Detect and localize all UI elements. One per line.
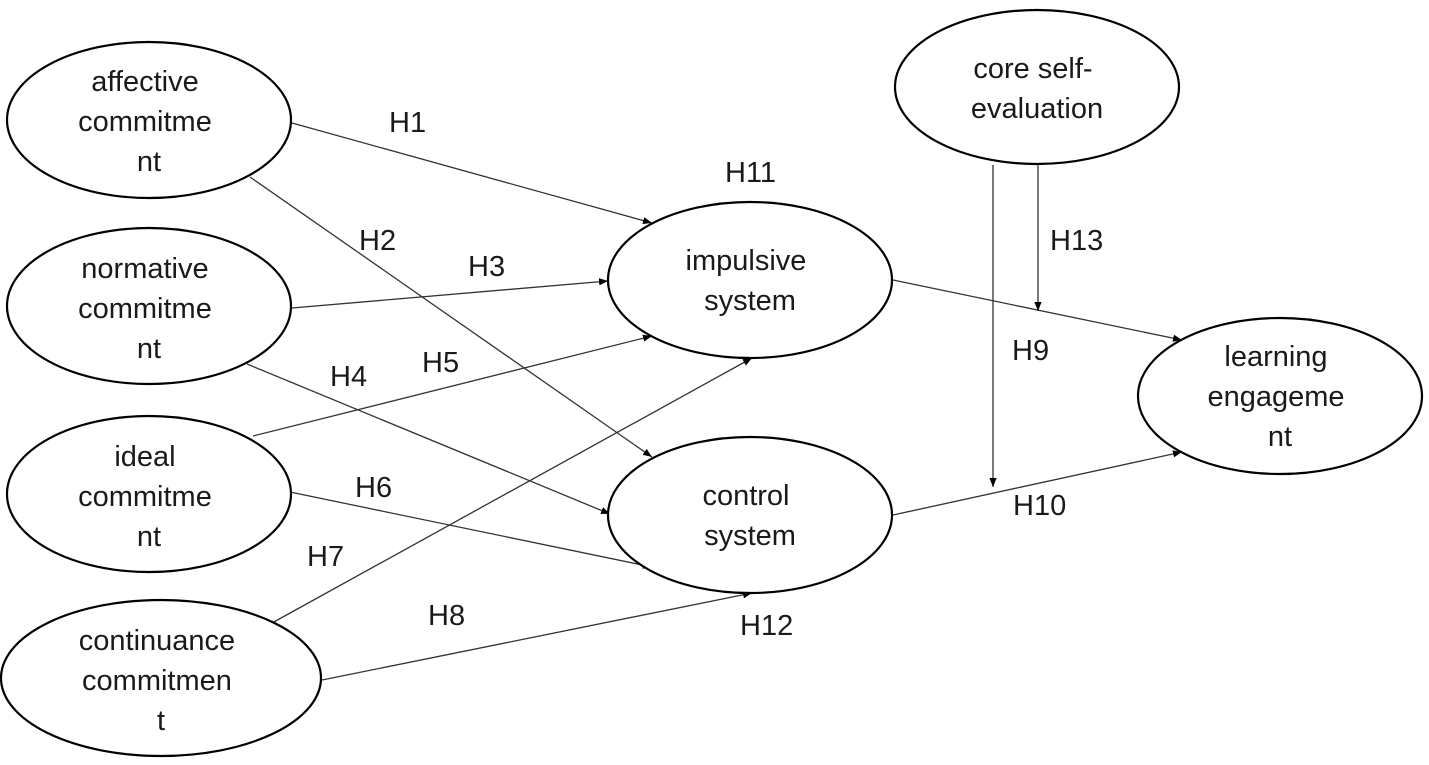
hypothesis-label-h13: H13 [1050, 225, 1103, 257]
node-core-self-evaluation: core self- evaluation [893, 8, 1181, 166]
node-core-self-evaluation-label: core self- evaluation [971, 53, 1103, 125]
edge-control-to-learning [892, 450, 1183, 516]
node-control-system-ellipse [606, 435, 894, 595]
node-normative-commitment-ellipse [5, 226, 293, 386]
node-impulsive-system-label: impulsive system [686, 245, 815, 317]
hypothesis-label-h1: H1 [389, 107, 426, 139]
hypothesis-labels: H1 H2 H3 H4 H5 H6 H7 H8 H9 H10 H11 H12 H… [307, 107, 1103, 642]
hypothesis-label-h3: H3 [468, 251, 505, 283]
edge-continuance-to-impulsive [271, 357, 753, 624]
hypothesis-label-h9: H9 [1012, 335, 1049, 367]
edges [246, 122, 1183, 681]
hypothesis-label-h12: H12 [740, 610, 793, 642]
node-affective-commitment-ellipse [5, 40, 293, 200]
edge-ideal-to-control [289, 491, 653, 569]
hypothesis-label-h5: H5 [422, 347, 459, 379]
node-normative-commitment-label: normative commitme nt [78, 253, 220, 365]
hypothesis-label-h4: H4 [330, 361, 367, 393]
hypothesis-label-h2: H2 [359, 225, 396, 257]
node-affective-commitment-label: affective commitme nt [78, 66, 220, 178]
edge-affective-to-control [249, 176, 653, 458]
edge-affective-to-impulsive [291, 122, 653, 225]
node-affective-commitment: affective commitme nt [5, 40, 293, 200]
node-learning-engagement: learning engageme nt [1136, 316, 1424, 476]
node-control-system: control system [606, 435, 894, 595]
edge-ideal-to-impulsive [252, 334, 653, 437]
node-learning-engagement-label: learning engageme nt [1207, 341, 1352, 453]
edge-continuance-to-control [321, 591, 753, 681]
node-continuance-commitment: continuance commitmen t [0, 598, 323, 758]
edge-normative-to-control [246, 363, 611, 515]
node-ideal-commitment-label: ideal commitme nt [78, 441, 220, 553]
hypothesis-label-h8: H8 [428, 600, 465, 632]
node-continuance-commitment-label: continuance commitmen t [79, 625, 243, 737]
node-continuance-commitment-ellipse [0, 598, 323, 758]
node-ideal-commitment-ellipse [5, 414, 293, 574]
hypothesis-label-h7: H7 [307, 541, 344, 573]
node-core-self-evaluation-ellipse [893, 8, 1181, 166]
hypothesis-label-h11: H11 [725, 157, 776, 189]
node-impulsive-system: impulsive system [606, 200, 894, 360]
node-impulsive-system-ellipse [606, 200, 894, 360]
node-control-system-label: control system [702, 480, 797, 552]
node-ideal-commitment: ideal commitme nt [5, 414, 293, 574]
edge-normative-to-impulsive [291, 278, 609, 309]
hypothesis-label-h6: H6 [355, 472, 392, 504]
node-normative-commitment: normative commitme nt [5, 226, 293, 386]
hypothesis-label-h10: H10 [1013, 490, 1066, 522]
node-learning-engagement-ellipse [1136, 316, 1424, 476]
